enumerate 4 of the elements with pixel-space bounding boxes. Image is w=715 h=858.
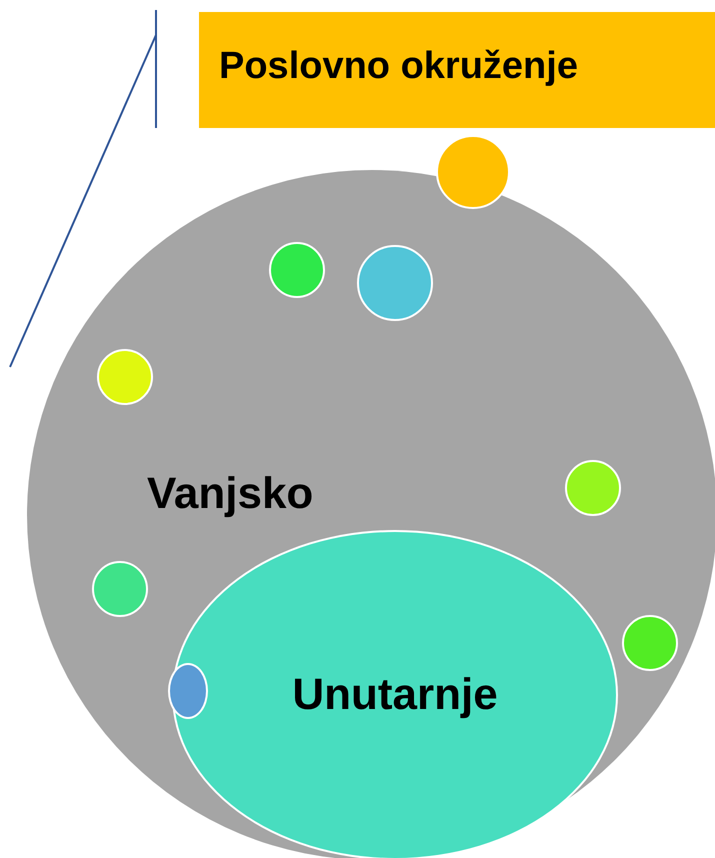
region-label: Unutarnje <box>292 670 498 720</box>
title-text: Poslovno okruženje <box>219 46 578 88</box>
title-box <box>199 12 715 128</box>
region-label: Vanjsko <box>147 470 314 518</box>
